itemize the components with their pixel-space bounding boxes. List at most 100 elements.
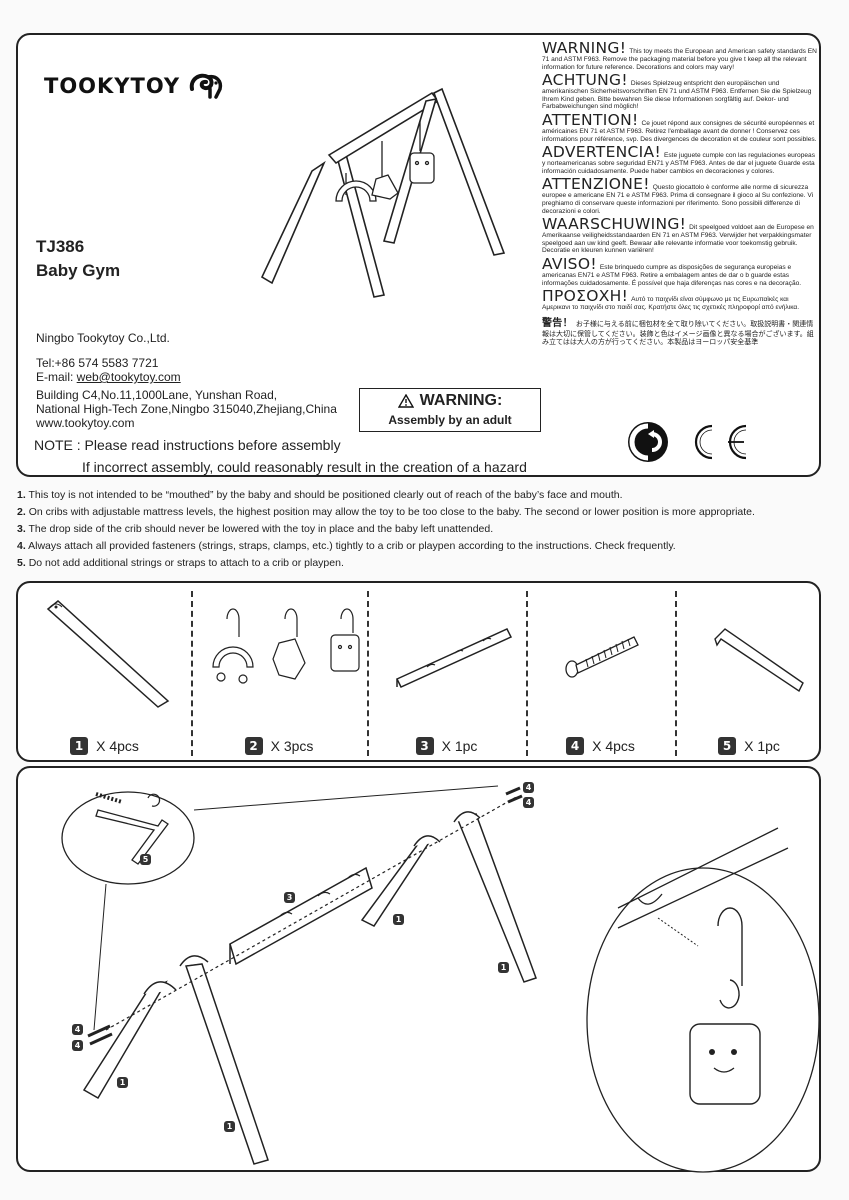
assembly-warning-title: WARNING: [419, 392, 503, 409]
warning-block: ATTENTION!Ce jouet répond aux consignes … [542, 110, 817, 143]
rule-item: 1. This toy is not intended to be “mouth… [17, 487, 837, 504]
multilingual-warnings: WARNING!This toy meets the European and … [542, 39, 817, 349]
contact-info: Tel:+86 574 5583 7721 E-mail: web@tookyt… [36, 356, 181, 384]
warning-title: ATTENZIONE! [542, 175, 650, 194]
warning-text: Ce jouet répond aux consignes de sécurit… [542, 119, 817, 143]
crossbar-label-badge: 3 [284, 892, 295, 903]
rule-number: 4. [17, 540, 26, 552]
hanging-toys-drawing [212, 608, 360, 684]
part-number-badge: 1 [70, 737, 89, 755]
warning-text: Dit speelgoed voldoet aan de Europese en… [542, 224, 814, 255]
rule-item: 5. Do not add additional strings or stra… [17, 555, 837, 572]
part-1-leg: 1 X 4pcs [18, 583, 191, 764]
rule-text: Always attach all provided fasteners (st… [28, 540, 676, 552]
warning-title: WARNING! [542, 39, 627, 57]
parts-divider [367, 591, 369, 756]
warning-title: AVISO! [542, 254, 597, 273]
screw-label-badge: 4 [523, 797, 534, 808]
rule-item: 3. The drop side of the crib should neve… [17, 521, 837, 538]
assembly-diagram-panel: 5 3 1 1 1 1 4 4 4 4 [16, 766, 821, 1173]
warning-title: ΠΡΟΣΟΧΗ! [542, 287, 629, 306]
warning-title: ACHTUNG! [542, 71, 628, 90]
part-2-hanging-toys: 2 X 3pcs [191, 583, 367, 764]
ram-logo-icon [189, 73, 223, 99]
wooden-leg-drawing [46, 600, 170, 708]
website-link[interactable]: www.tookytoy.com [36, 416, 135, 430]
warning-block: AVISO!Este brinquedo cumpre as disposiçõ… [542, 254, 817, 287]
leg-label-badge: 1 [393, 914, 404, 925]
crossbar-drawing [395, 628, 513, 688]
warning-text: Dieses Spielzeug entspricht den europäis… [542, 80, 812, 111]
assembly-diagram [61, 785, 820, 1173]
part-quantity: X 3pcs [270, 738, 314, 754]
rule-item: 2. On cribs with adjustable mattress lev… [17, 504, 837, 521]
rule-number: 5. [17, 557, 26, 569]
warning-block: ACHTUNG!Dieses Spielzeug entspricht den … [542, 71, 817, 111]
screw-label-badge: 4 [523, 782, 534, 793]
assembly-warning-box: WARNING: Assembly by an adult [359, 388, 541, 432]
parts-divider [526, 591, 528, 756]
rule-number: 1. [17, 489, 26, 501]
warning-text: お子様に与える前に梱包材を全て取り除いてください。取扱説明書・関連情報は大切に保… [542, 320, 814, 346]
part-number-badge: 5 [718, 737, 737, 755]
rule-text: The drop side of the crib should never b… [28, 523, 494, 535]
part-3-crossbar: 3 X 1pc [367, 583, 526, 764]
screw-label-badge: 4 [72, 1024, 83, 1035]
part-4-screw: 4 X 4pcs [526, 583, 675, 764]
product-info-panel: TOOKYTOY TJ386 Baby Gym Ningbo Too [16, 33, 821, 477]
parts-list-panel: 1 X 4pcs 2 X 3pcs 3 X 1pc [16, 581, 821, 762]
phone-number: Tel:+86 574 5583 7721 [36, 356, 159, 370]
assembly-warning-text: Assembly by an adult [388, 413, 512, 427]
allen-wrench-drawing [714, 628, 804, 693]
part-5-allen-wrench: 5 X 1pc [675, 583, 823, 764]
rule-text: This toy is not intended to be “mouthed”… [28, 489, 623, 501]
wrench-label-badge: 5 [140, 854, 151, 865]
rule-number: 3. [17, 523, 26, 535]
email-link[interactable]: web@tookytoy.com [76, 370, 181, 384]
part-number-badge: 2 [244, 737, 263, 755]
warning-title: WAARSCHUWING! [542, 215, 687, 234]
company-name: Ningbo Tookytoy Co.,Ltd. [36, 331, 170, 345]
baby-gym-illustration [260, 87, 506, 298]
warning-triangle-icon [397, 394, 414, 408]
warning-block: ATTENZIONE!Questo giocattolo è conforme … [542, 177, 817, 215]
part-number-badge: 3 [415, 737, 434, 755]
warning-text: Questo giocattolo è conforme alle norme … [542, 184, 814, 215]
warning-title: 警告！ [542, 317, 573, 329]
leg-label-badge: 1 [224, 1121, 235, 1132]
address-line-1: Building C4,No.11,1000Lane, Yunshan Road… [36, 388, 278, 402]
email-label: E-mail: [36, 370, 77, 384]
ce-mark-icon [694, 424, 747, 460]
part-quantity: X 1pc [441, 738, 478, 754]
company-address: Building C4,No.11,1000Lane, Yunshan Road… [36, 388, 337, 430]
warning-text: Este juguete cumple con las regulaciones… [542, 152, 816, 175]
rule-text: On cribs with adjustable mattress levels… [28, 506, 755, 518]
warning-block: WAARSCHUWING!Dit speelgoed voldoet aan d… [542, 215, 817, 255]
green-dot-recycle-icon [628, 422, 668, 462]
warning-text: Αυτό το παιχνίδι είναι σύμφωνο με τις Ευ… [542, 296, 800, 312]
screw-label-badge: 4 [72, 1040, 83, 1051]
product-name: Baby Gym [36, 261, 121, 280]
model-number: TJ386 [36, 237, 85, 256]
part-number-badge: 4 [566, 737, 585, 755]
product-title: TJ386 Baby Gym [36, 235, 120, 283]
part-quantity: X 4pcs [96, 738, 139, 754]
certification-marks [626, 420, 752, 464]
safety-rules-list: 1. This toy is not intended to be “mouth… [17, 487, 837, 572]
address-line-2: National High-Tech Zone,Ningbo 315040,Zh… [36, 402, 337, 416]
warning-text: This toy meets the European and American… [542, 48, 817, 71]
note-line-1: NOTE : Please read instructions before a… [34, 437, 341, 453]
brand-name: TOOKYTOY [44, 74, 181, 98]
part-quantity: X 1pc [744, 738, 780, 754]
leg-label-badge: 1 [498, 962, 509, 973]
warning-block: WARNING!This toy meets the European and … [542, 39, 817, 71]
rule-text: Do not add additional strings or straps … [28, 557, 344, 569]
rule-item: 4. Always attach all provided fasteners … [17, 538, 837, 555]
rule-number: 2. [17, 506, 26, 518]
warning-text: Este brinquedo cumpre as disposições de … [542, 263, 802, 287]
brand-logo: TOOKYTOY [44, 71, 226, 101]
screw-drawing [565, 636, 639, 678]
warning-title: ATTENTION! [542, 110, 639, 129]
part-quantity: X 4pcs [592, 738, 635, 754]
note-line-2: If incorrect assembly, could reasonably … [82, 459, 527, 475]
